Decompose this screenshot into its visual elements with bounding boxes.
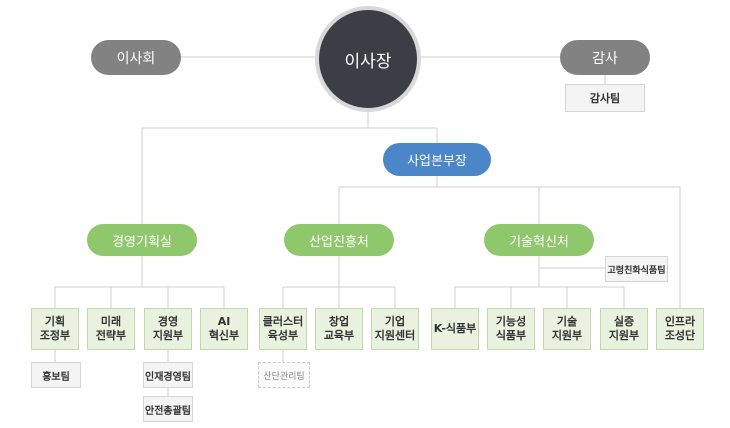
dept-k-food[interactable]: K-식품부 <box>431 308 479 350</box>
audit-node[interactable]: 감사 <box>560 40 650 75</box>
dept-startup-education[interactable]: 창업 교육부 <box>315 308 363 350</box>
audit-team-node[interactable]: 감사팀 <box>565 84 645 112</box>
division-tech[interactable]: 기술혁신처 <box>484 224 594 256</box>
board-node[interactable]: 이사회 <box>91 40 181 75</box>
dept-functional-food[interactable]: 기능성 식품부 <box>487 308 535 350</box>
dept-infrastructure[interactable]: 인프라 조성단 <box>656 308 704 350</box>
dept-business-support-center[interactable]: 기업 지원센터 <box>371 308 419 350</box>
dept-ai-innovation[interactable]: AI 혁신부 <box>200 308 248 350</box>
dept-planning-coordination[interactable]: 기획 조정부 <box>31 308 79 350</box>
division-planning[interactable]: 경영기획실 <box>87 224 197 256</box>
team-senior-friendly-food[interactable]: 고령친화식품팀 <box>605 256 668 282</box>
dept-demonstration-support[interactable]: 실증 지원부 <box>600 308 648 350</box>
dept-management-support[interactable]: 경영 지원부 <box>144 308 192 350</box>
hq-node[interactable]: 사업본부장 <box>383 143 491 176</box>
team-complex-management[interactable]: 산단관리팀 <box>258 362 310 388</box>
dept-tech-support[interactable]: 기술 지원부 <box>543 308 591 350</box>
team-talent[interactable]: 인재경영팀 <box>143 362 193 388</box>
team-safety[interactable]: 안전총괄팀 <box>143 396 193 422</box>
ceo-node[interactable]: 이사장 <box>315 6 421 112</box>
division-industry[interactable]: 산업진흥처 <box>284 224 394 256</box>
dept-future-strategy[interactable]: 미래 전략부 <box>87 308 135 350</box>
team-pr[interactable]: 홍보팀 <box>31 362 81 388</box>
dept-cluster[interactable]: 클러스터 육성부 <box>259 308 307 350</box>
